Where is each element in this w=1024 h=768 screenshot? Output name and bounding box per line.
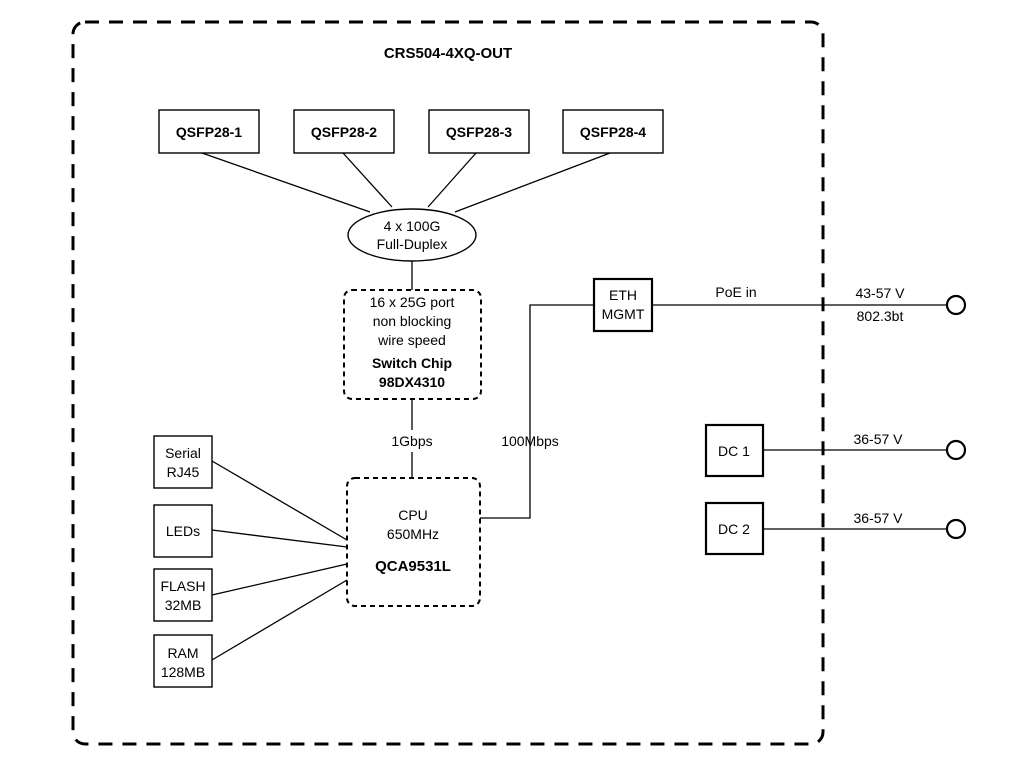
link-label-1gbps: 1Gbps	[391, 433, 432, 449]
port-link-3	[427, 152, 477, 208]
port-label: QSFP28-1	[176, 124, 242, 140]
flash-label: FLASH	[160, 578, 205, 594]
device-enclosure	[71, 20, 825, 746]
port-qsfp28-4: QSFP28-4	[562, 109, 664, 154]
poe-voltage: 43-57 V	[855, 285, 905, 301]
ram-label: RAM	[167, 645, 198, 661]
switch-chip: 16 x 25G port non blocking wire speed Sw…	[343, 289, 482, 400]
port-label: QSFP28-2	[311, 124, 377, 140]
port-group-speed: 4 x 100G	[384, 218, 441, 234]
eth-mgmt-label: MGMT	[602, 306, 645, 322]
link-serial-cpu	[211, 460, 348, 541]
dc2-voltage: 36-57 V	[853, 510, 903, 526]
ram-size: 128MB	[161, 664, 205, 680]
dc2-box: DC 2	[704, 501, 765, 556]
eth-label: ETH	[609, 287, 637, 303]
port-link-1	[201, 152, 371, 213]
link-ram-cpu	[211, 579, 348, 661]
port-link-4	[454, 152, 611, 213]
leds-label: LEDs	[166, 523, 200, 539]
switch-chip-speed: wire speed	[377, 332, 446, 348]
rj45-label: RJ45	[167, 464, 200, 480]
port-link-2	[342, 152, 393, 208]
dc1-box: DC 1	[704, 423, 765, 478]
flash-size: 32MB	[165, 597, 202, 613]
port-label: QSFP28-4	[580, 124, 646, 140]
serial-rj45-box: Serial RJ45	[153, 435, 213, 489]
cpu-model: QCA9531L	[375, 558, 451, 575]
switch-chip-blocking: non blocking	[373, 313, 452, 329]
leds-box: LEDs	[153, 504, 213, 558]
cpu-label: CPU	[398, 507, 428, 523]
port-qsfp28-2: QSFP28-2	[293, 109, 395, 154]
ram-box: RAM 128MB	[153, 634, 213, 688]
port-group-ellipse: 4 x 100G Full-Duplex	[347, 208, 477, 262]
switch-chip-model: 98DX4310	[379, 374, 445, 390]
cpu-frequency: 650MHz	[387, 526, 439, 542]
port-group-duplex: Full-Duplex	[377, 236, 448, 252]
dc2-label: DC 2	[718, 521, 750, 537]
link-label-poe-in: PoE in	[715, 284, 756, 300]
eth-mgmt-port: ETH MGMT	[592, 277, 654, 333]
dc1-label: DC 1	[718, 443, 750, 459]
switch-chip-ports: 16 x 25G port	[370, 294, 455, 310]
link-cpu-eth	[480, 304, 594, 519]
port-label: QSFP28-3	[446, 124, 512, 140]
poe-standard: 802.3bt	[857, 308, 904, 324]
link-flash-cpu	[211, 563, 348, 596]
flash-box: FLASH 32MB	[153, 568, 213, 622]
link-leds-cpu	[211, 529, 348, 548]
dc1-voltage: 36-57 V	[853, 431, 903, 447]
dc1-terminal-icon	[945, 439, 967, 461]
port-qsfp28-3: QSFP28-3	[428, 109, 530, 154]
device-title: CRS504-4XQ-OUT	[384, 45, 512, 62]
port-qsfp28-1: QSFP28-1	[158, 109, 260, 154]
serial-label: Serial	[165, 445, 201, 461]
poe-terminal-icon	[945, 294, 967, 316]
link-label-100mbps: 100Mbps	[501, 433, 559, 449]
dc2-terminal-icon	[945, 518, 967, 540]
cpu-block: CPU 650MHz QCA9531L	[346, 477, 481, 607]
switch-chip-name: Switch Chip	[372, 355, 452, 371]
